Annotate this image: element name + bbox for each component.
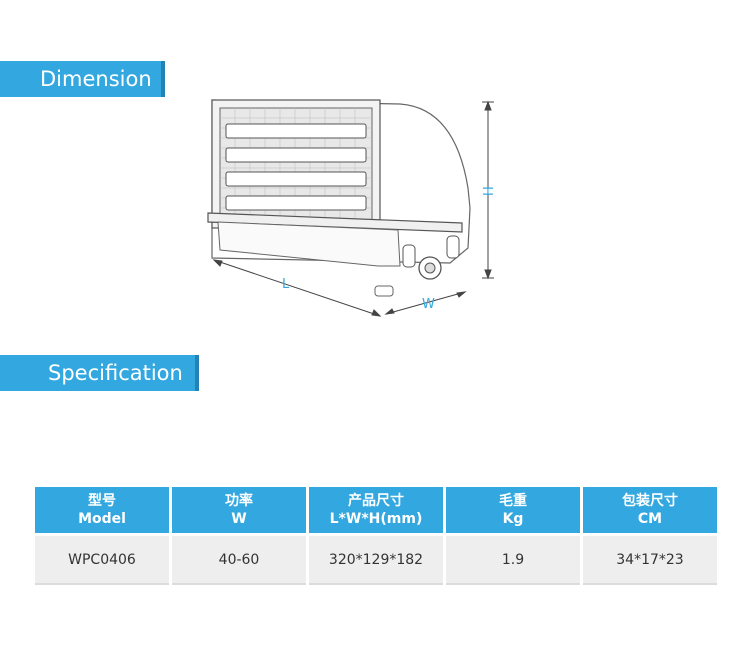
height-dimension-label: H	[482, 186, 497, 196]
bottom-body	[217, 221, 401, 267]
header-gross-weight: 毛重 Kg	[446, 487, 580, 533]
header-package-size: 包装尺寸 CM	[583, 487, 717, 533]
height-dimension-line	[482, 100, 494, 280]
header-power: 功率 W	[172, 487, 306, 533]
product-dimension-drawing: L W H	[207, 99, 497, 317]
specification-section-title: Specification	[48, 361, 183, 385]
length-dimension-label: L	[282, 277, 290, 292]
dimension-section-title: Dimension	[40, 67, 152, 91]
cell-product-size: 320*129*182	[309, 533, 443, 585]
specification-table: 型号 Model 功率 W 产品尺寸 L*W*H(mm) 毛重 Kg 包装尺寸 …	[32, 487, 720, 585]
table-header-row: 型号 Model 功率 W 产品尺寸 L*W*H(mm) 毛重 Kg 包装尺寸 …	[35, 487, 717, 533]
led-strip	[225, 171, 367, 187]
mount-foot	[374, 285, 394, 297]
width-dimension-line	[384, 291, 467, 315]
width-dimension-label: W	[422, 297, 435, 312]
table-row: WPC0406 40-60 320*129*182 1.9 34*17*23	[35, 533, 717, 585]
bracket	[402, 244, 416, 268]
bracket	[446, 235, 460, 259]
led-strip	[225, 123, 367, 139]
cell-model: WPC0406	[35, 533, 169, 585]
length-dimension-line	[212, 259, 382, 317]
header-model: 型号 Model	[35, 487, 169, 533]
cell-gross-weight: 1.9	[446, 533, 580, 585]
header-product-size: 产品尺寸 L*W*H(mm)	[309, 487, 443, 533]
dimension-section-banner: Dimension	[0, 61, 165, 97]
cell-package-size: 34*17*23	[583, 533, 717, 585]
led-strip	[225, 195, 367, 211]
cell-power: 40-60	[172, 533, 306, 585]
specification-section-banner: Specification	[0, 355, 199, 391]
led-strip	[225, 147, 367, 163]
base-plate	[207, 212, 463, 233]
